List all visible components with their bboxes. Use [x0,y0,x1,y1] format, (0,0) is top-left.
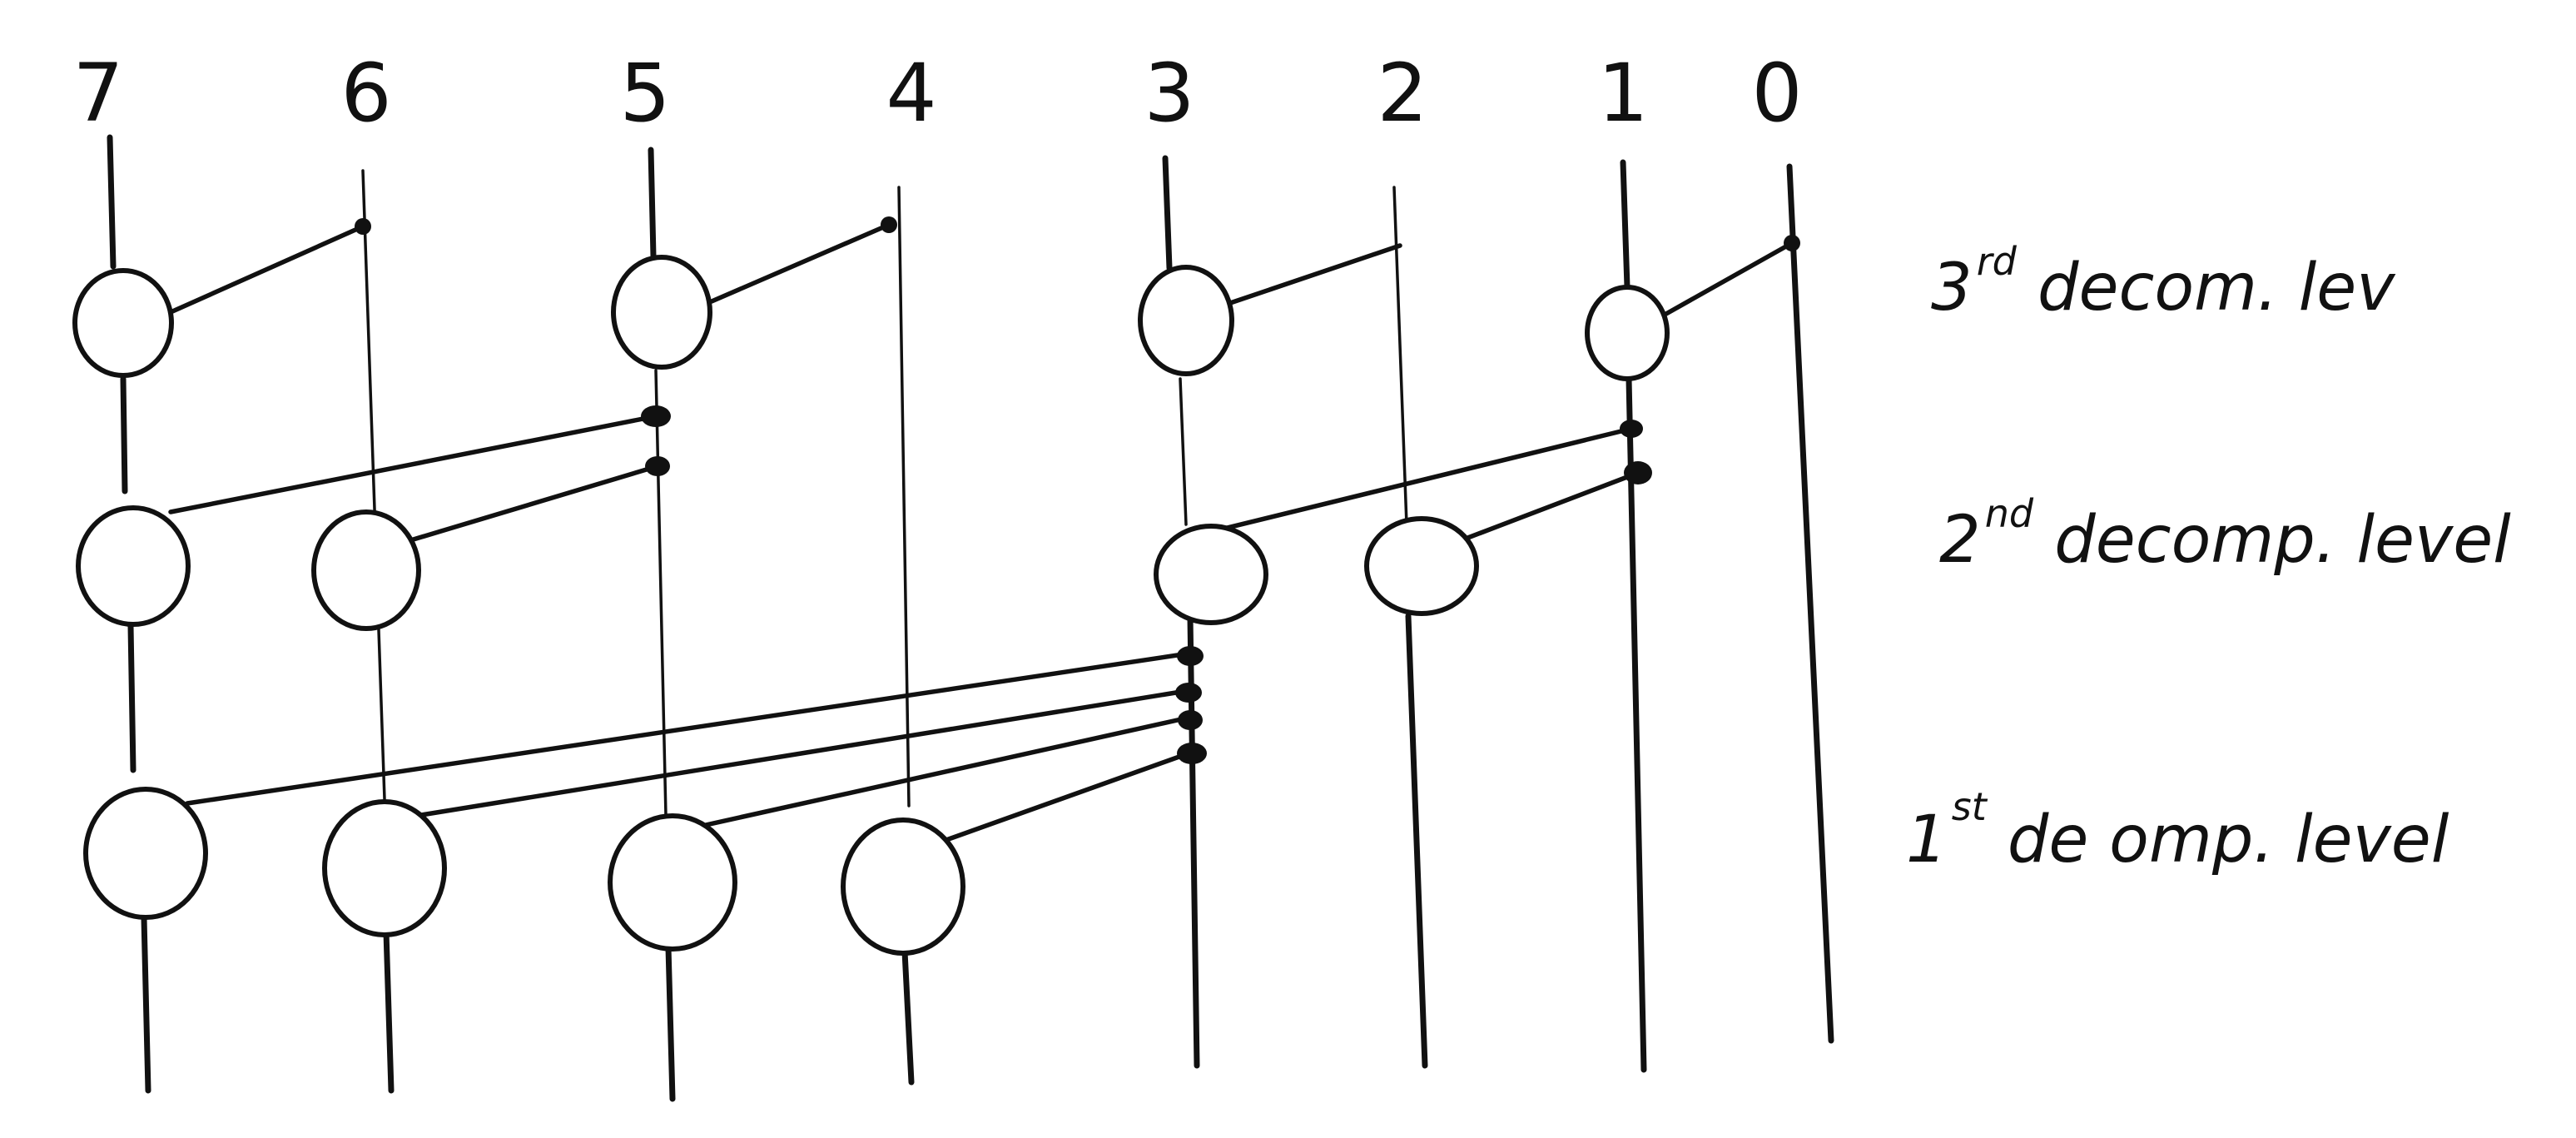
tap-dot [1175,683,1202,703]
link-3-to-6 [414,688,1189,818]
wire-0 [1786,163,1834,1044]
wire-5 [648,147,676,1102]
link-1-to-3 [1204,426,1634,535]
bit-label-4: 4 [886,47,936,140]
level-text: de omp. level [2008,803,2449,877]
tap-dot [881,216,897,233]
bit-label-5: 5 [619,47,670,140]
node-3-bit3 [1138,265,1234,376]
tap-dot [1178,710,1203,730]
bit-label-1: 1 [1597,47,1648,140]
wire-2 [1392,186,1428,1069]
tap-dot [355,218,371,235]
node-2-bit7 [76,505,191,627]
link-5-to-6 [405,464,660,544]
level-2-nodes [76,405,1652,631]
level-superscript: nd [1985,491,2034,536]
tap-dot [645,456,670,476]
level-label-3: 3 rd decom. lev [1931,239,2396,325]
bit-label-6: 6 [340,47,391,140]
level-label-1: 1 st de omp. level [1906,784,2449,877]
bit-label-0: 0 [1751,47,1802,140]
bit-wires [107,134,1834,1102]
level-label-2: 2 nd decomp. level [1939,491,2511,578]
link-3-to-5 [688,715,1191,831]
link-6-to-7 [168,224,365,315]
node-3-bit7 [72,268,174,378]
link-5-to-7 [168,414,658,514]
node-1-bit6 [322,799,447,937]
bit-label-2: 2 [1377,47,1427,140]
level-text: decomp. level [2054,503,2511,578]
node-2-bit3 [1154,524,1268,625]
node-3-bit1 [1585,285,1670,381]
wire-7 [107,134,151,1094]
wire-6 [361,169,395,1094]
tap-dot [641,405,671,427]
link-0-to-1 [1662,241,1794,317]
link-3-to-7 [185,651,1191,806]
tap-dot [1784,235,1800,251]
bit-label-7: 7 [72,47,123,140]
node-2-bit6 [311,509,421,631]
link-4-to-5 [709,222,891,304]
tap-dot [1177,646,1204,666]
tap-dot [1624,461,1652,485]
node-1-bit5 [608,813,737,952]
level-labels: 3 rd decom. lev 2 nd decomp. level 1 st … [1906,239,2511,877]
tap-dot [1620,420,1643,438]
node-1-bit7 [83,787,208,920]
bit-labels: 7 6 5 4 3 2 1 0 [72,47,1802,140]
level-number: 3 [1931,251,1973,325]
link-2-to-3 [1225,243,1402,306]
bit-label-3: 3 [1144,47,1194,140]
wire-4 [897,186,915,1086]
level-number: 2 [1939,503,1981,578]
level-superscript: st [1952,784,1988,829]
tap-dot [1177,743,1207,764]
node-2-bit2 [1364,516,1479,616]
level-number: 1 [1906,803,1948,877]
level-superscript: rd [1977,239,2018,284]
level-text: decom. lev [2037,251,2396,325]
node-3-bit5 [611,255,712,370]
link-1-to-2 [1446,470,1640,548]
level-1-nodes [83,646,1207,956]
level-3-nodes [72,216,1800,381]
link-3-to-4 [930,751,1191,847]
node-1-bit4 [841,817,965,956]
wire-1 [1620,159,1647,1073]
